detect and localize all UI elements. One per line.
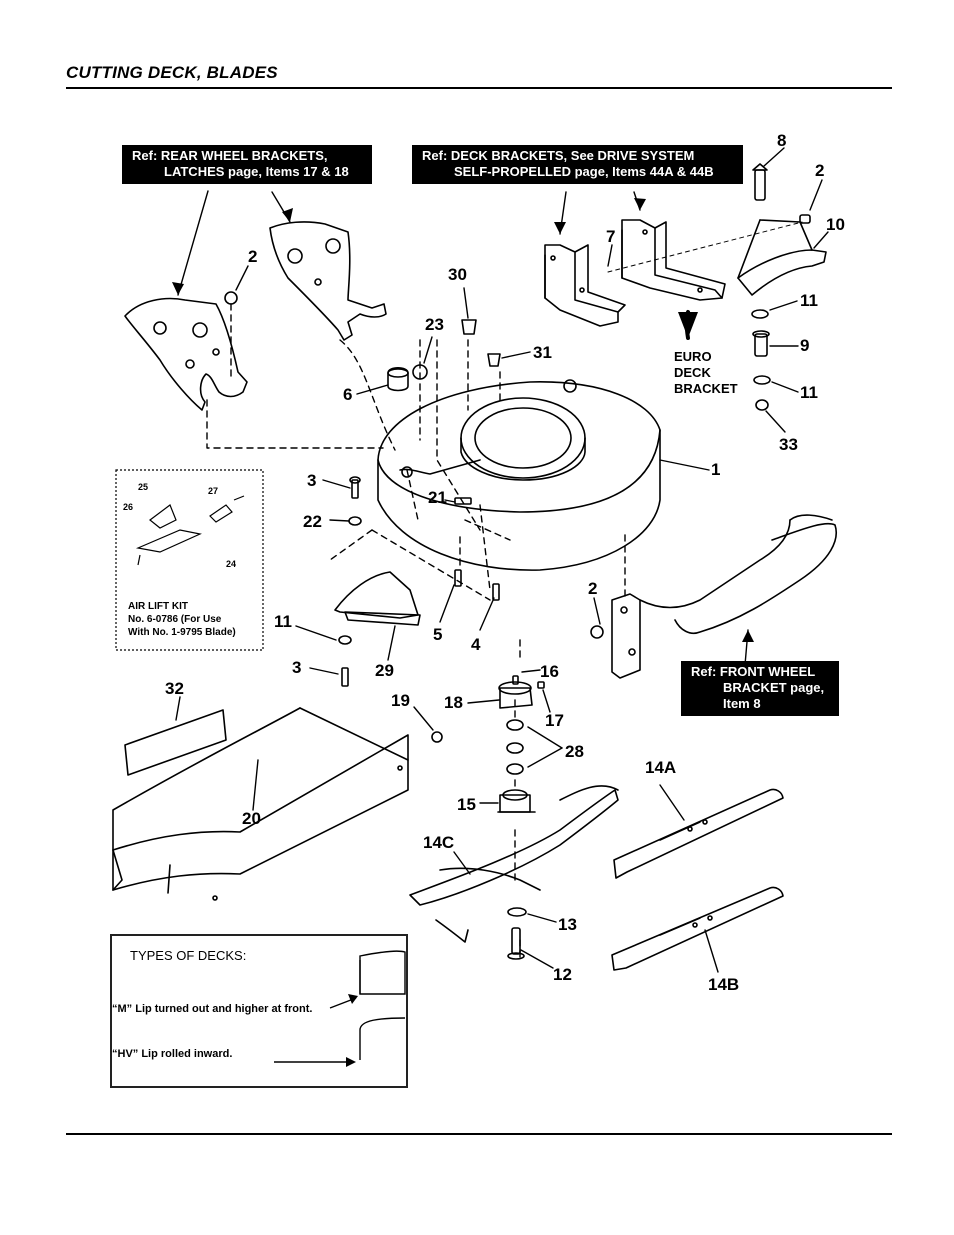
header-rule [66,87,892,89]
right-hardware [751,163,811,411]
part-14c: 14C [423,833,454,852]
part-3: 3 [307,471,316,490]
blade-bolt [507,907,527,960]
front-wheel-bracket-callout: Ref: FRONT WHEEL BRACKET page, Item 8 [681,661,839,716]
part-16: 16 [540,662,559,681]
deck-brackets-callout: Ref: DECK BRACKETS, See DRIVE SYSTEM SEL… [412,145,743,184]
part-20: 20 [242,809,261,828]
part-6: 6 [343,385,352,404]
part-1: 1 [711,460,720,479]
label-strip [124,709,227,776]
footer-rule [66,1133,892,1135]
part-5: 5 [433,625,442,644]
part-7: 7 [606,227,615,246]
fasteners [338,476,604,743]
blade-14b [611,886,784,971]
part-15: 15 [457,795,476,814]
blade-adapter-stack [497,675,545,813]
part-31: 31 [533,343,552,362]
air-lift-deflector [334,571,421,626]
part-33: 33 [779,435,798,454]
part-11: 11 [800,291,818,310]
rear-wheel-brackets-callout: Ref: REAR WHEEL BRACKETS, LATCHES page, … [122,145,372,184]
cutting-deck-housing [377,379,661,571]
part-4: 4 [471,635,481,654]
part-23: 23 [425,315,444,334]
part-19: 19 [391,691,410,710]
part-22: 22 [303,512,322,531]
euro-deck-bracket-label: EURO DECK BRACKET [674,349,738,396]
svg-text:27: 27 [208,486,218,496]
part-2: 2 [815,161,824,180]
part-14a: 14A [645,758,676,777]
part-13: 13 [558,915,577,934]
svg-text:24: 24 [226,559,236,569]
types-of-decks-box: TYPES OF DECKS: “M” Lip turned out and h… [110,934,408,1088]
rear-wheel-bracket-left [124,297,248,411]
part-8: 8 [777,131,786,150]
air-lift-kit-label: AIR LIFT KIT No. 6-0786 (For Use With No… [128,601,236,638]
part-11: 11 [274,612,292,631]
deck-lip-sketches [274,950,406,1063]
part-3: 3 [292,658,301,677]
part-30: 30 [448,265,467,284]
part-28: 28 [565,742,584,761]
air-lift-kit-inset: 25 26 27 24 [115,469,264,651]
svg-text:25: 25 [138,482,148,492]
deck-skirt [112,707,409,901]
blade-14a [613,788,784,879]
blade-14c [409,785,619,943]
page-title: CUTTING DECK, BLADES [66,63,278,82]
part-12: 12 [553,965,572,984]
deck-lip-arrowheads [346,994,358,1067]
svg-text:26: 26 [123,502,133,512]
part-18: 18 [444,693,463,712]
part-2: 2 [248,247,257,266]
part-29: 29 [375,661,394,680]
upper-hardware [224,291,501,392]
part-21: 21 [428,488,447,507]
rear-wheel-bracket-right [269,221,387,341]
part-11: 11 [800,383,818,402]
deck-bracket-right [621,219,726,301]
part-17: 17 [545,711,564,730]
part-number-labels: 2 8 2 10 7 11 9 11 33 30 23 31 6 1 3 21 … [165,131,845,994]
deck-bracket-left [544,244,626,327]
m-deck-description: “M” Lip turned out and higher at front. [112,1003,313,1015]
part-10: 10 [826,215,845,234]
part-14b: 14B [708,975,739,994]
hv-deck-description: “HV” Lip rolled inward. [112,1048,233,1060]
part-2: 2 [588,579,597,598]
part-32: 32 [165,679,184,698]
euro-deck-bracket [607,219,827,296]
part-9: 9 [800,336,809,355]
front-wheel-bracket [611,514,837,679]
types-of-decks-title: TYPES OF DECKS: [130,948,247,963]
